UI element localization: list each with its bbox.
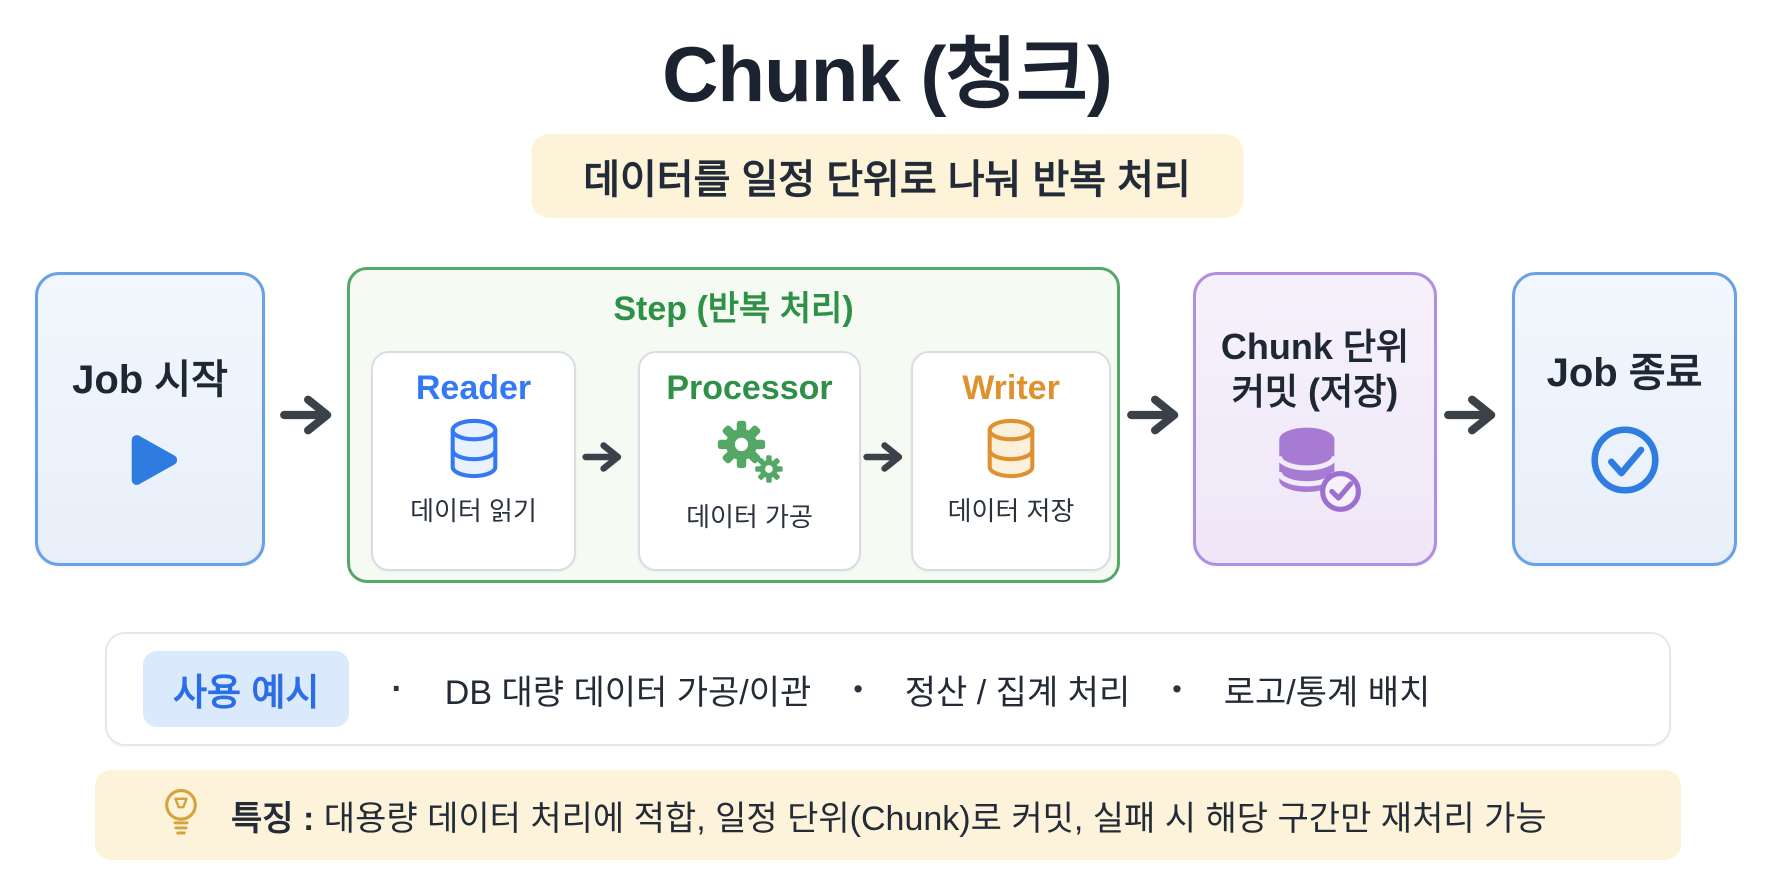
node-job-end: Job 종료 [1512, 272, 1737, 566]
step-title: Step (반복 처리) [613, 290, 854, 328]
lightbulb-icon [165, 788, 197, 835]
job-end-label: Job 종료 [1546, 351, 1703, 395]
arrow-right-icon [280, 395, 332, 435]
writer-label: 데이터 저장 [947, 496, 1075, 527]
writer-title: Writer [962, 369, 1060, 407]
usage-item: 정산 / 집계 처리 [904, 673, 1131, 712]
arrow-right-icon [582, 442, 622, 472]
processor-label: 데이터 가공 [686, 502, 813, 533]
arrow-right-icon [1444, 395, 1496, 435]
page-title: Chunk (청크) [662, 30, 1113, 118]
node-job-start: Job 시작 [35, 272, 265, 566]
subtitle-highlight: 데이터를 일정 단위로 나눠 반복 처리 [531, 134, 1243, 218]
bullet-separator: • [853, 673, 863, 704]
node-chunk-commit: Chunk 단위 커밋 (저장) [1193, 272, 1437, 566]
chunk-commit-label-line1: Chunk 단위 [1220, 326, 1410, 367]
usage-item: DB 대량 데이터 가공/이관 [444, 673, 812, 712]
database-icon [987, 418, 1035, 479]
play-icon [131, 435, 178, 485]
step-group: Step (반복 처리) Reader 데이터 읽기 Processor [347, 267, 1120, 583]
feature-text: 특징 : 대용량 데이터 처리에 적합, 일정 단위(Chunk)로 커밋, 실… [231, 791, 1547, 840]
usage-badge: 사용 예시 [143, 651, 350, 727]
card-processor: Processor [638, 351, 861, 571]
chunk-commit-label-line2: 커밋 (저장) [1231, 371, 1399, 412]
feature-callout: 특징 : 대용량 데이터 처리에 적합, 일정 단위(Chunk)로 커밋, 실… [95, 770, 1681, 860]
usage-item: 로고/통계 배치 [1223, 673, 1431, 712]
arrow-right-icon [1127, 395, 1179, 435]
database-icon [450, 418, 497, 479]
database-check-icon [1276, 427, 1361, 512]
reader-label: 데이터 읽기 [410, 496, 537, 527]
check-circle-icon [1590, 426, 1659, 494]
reader-title: Reader [415, 369, 532, 407]
job-start-label: Job 시작 [72, 358, 228, 402]
gears-icon [717, 420, 783, 483]
card-reader: Reader 데이터 읽기 [371, 351, 576, 571]
chunk-commit-label: Chunk 단위 커밋 (저장) [1221, 324, 1409, 414]
dot-separator: · [391, 669, 403, 708]
feature-label: 특징 : [231, 799, 315, 838]
feature-description: 대용량 데이터 처리에 적합, 일정 단위(Chunk)로 커밋, 실패 시 해… [314, 799, 1547, 838]
usage-examples-row: 사용 예시 · DB 대량 데이터 가공/이관 • 정산 / 집계 처리 • 로… [105, 632, 1671, 746]
processor-title: Processor [666, 369, 833, 407]
bullet-separator: • [1172, 673, 1182, 704]
card-writer: Writer 데이터 저장 [911, 351, 1111, 571]
arrow-right-icon [863, 442, 903, 472]
